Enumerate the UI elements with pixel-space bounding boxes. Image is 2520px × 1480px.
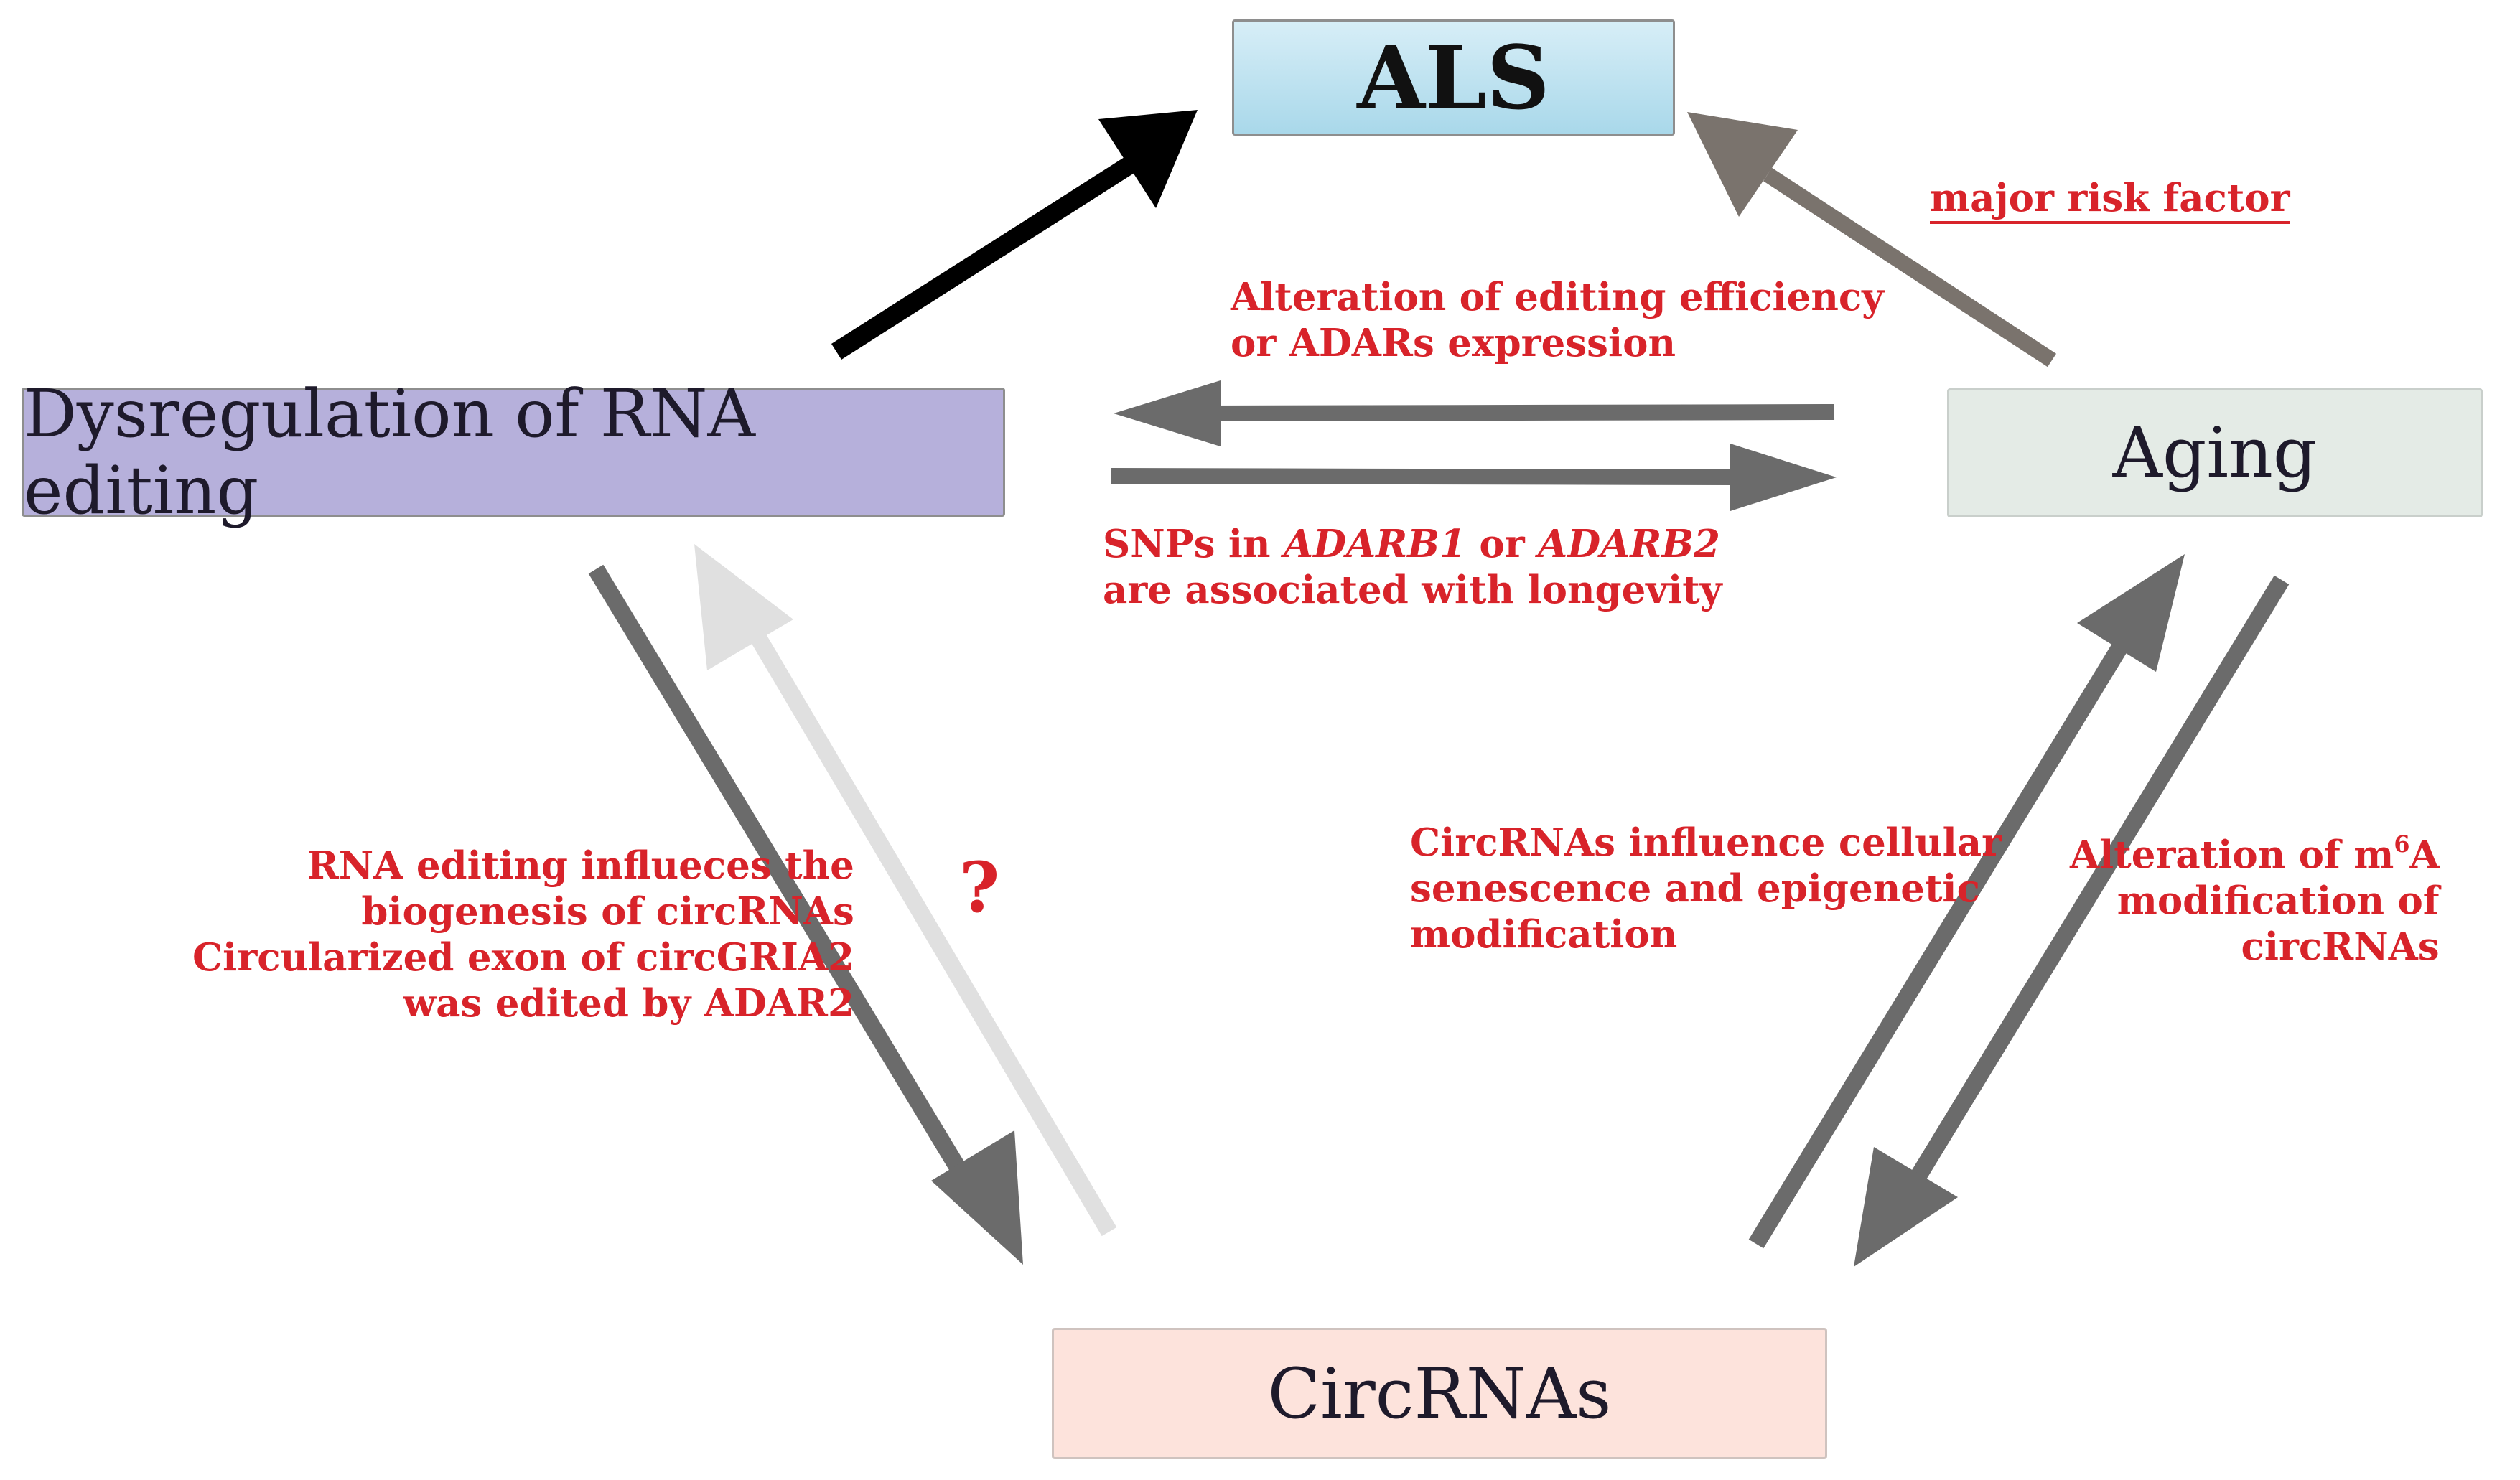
arrowhead-dysregulation-light xyxy=(694,544,793,670)
label-alteration-editing-efficiency: Alteration of editing efficiency or ADAR… xyxy=(1231,274,1884,366)
arrowhead-circrnas-left xyxy=(931,1130,1023,1265)
arrowhead-als-gray xyxy=(1687,112,1798,217)
node-als: ALS xyxy=(1232,19,1675,136)
label-rna-editing-biogenesis: RNA editing influeces the biogenesis of … xyxy=(192,843,854,1026)
label-text: SNPs in xyxy=(1103,522,1284,566)
label-line: Alteration of editing efficiency xyxy=(1231,275,1884,319)
label-text: A xyxy=(2409,833,2440,877)
label-line: Circularized exon of circGRIA2 xyxy=(192,935,854,980)
arrow-dysregulation-to-circrnas xyxy=(588,564,974,1186)
label-line: Alteration of m6A xyxy=(2070,832,2440,878)
arrow-aging-to-dysregulation xyxy=(1205,404,1835,421)
node-dysregulation-label: Dysregulation of RNA editing xyxy=(24,375,755,529)
arrow-aging-to-circrnas xyxy=(1908,575,2290,1186)
label-m6a-modification: Alteration of m6A modification of circRN… xyxy=(2070,832,2440,970)
label-line: senescence and epigenetic xyxy=(1410,866,1980,911)
arrow-dysregulation-to-aging xyxy=(1111,468,1738,485)
arrowhead-als-black xyxy=(1098,110,1198,208)
node-aging: Aging xyxy=(1947,388,2483,517)
arrowhead-aging-lower xyxy=(2077,554,2185,672)
node-als-label: ALS xyxy=(1357,26,1550,129)
arrow-aging-to-als xyxy=(1763,167,2057,367)
gene-adarb1: ADARB1 xyxy=(1283,522,1466,566)
label-question-mark: ? xyxy=(959,847,1000,928)
label-line: CircRNAs influence cellular xyxy=(1410,820,2002,865)
label-line: RNA editing influeces the xyxy=(307,843,854,888)
node-aging-label: Aging xyxy=(2112,413,2318,493)
label-line: modification of xyxy=(2117,879,2440,923)
arrow-circrnas-to-aging xyxy=(1748,627,2137,1249)
arrow-circrnas-to-dysregulation xyxy=(747,627,1117,1237)
arrow-dysregulation-to-als xyxy=(831,157,1134,360)
arrowhead-circrnas-right xyxy=(1854,1147,1958,1267)
label-line: SNPs in ADARB1 or ADARB2 xyxy=(1103,521,1722,567)
label-major-risk-factor: major risk factor xyxy=(1930,176,2290,220)
label-circrnas-influence: CircRNAs influence cellular senescence a… xyxy=(1410,820,2002,957)
label-line: biogenesis of circRNAs xyxy=(361,889,854,934)
label-line: modification xyxy=(1410,912,1678,957)
node-circrnas-label: CircRNAs xyxy=(1267,1353,1612,1434)
arrowhead-dysregulation xyxy=(1114,380,1221,446)
label-line: are associated with longevity xyxy=(1103,568,1722,612)
node-dysregulation-rna-editing: Dysregulation of RNA editing xyxy=(22,375,1005,529)
superscript-six: 6 xyxy=(2394,830,2410,858)
label-line: or ADARs expression xyxy=(1231,321,1676,365)
label-text: or xyxy=(1465,522,1539,566)
label-line: was edited by ADAR2 xyxy=(403,981,854,1026)
label-snps-longevity: SNPs in ADARB1 or ADARB2 are associated … xyxy=(1103,521,1722,613)
node-circrnas: CircRNAs xyxy=(1052,1328,1827,1459)
arrowhead-aging xyxy=(1730,444,1837,511)
label-text: Alteration of m xyxy=(2070,833,2394,877)
label-line: circRNAs xyxy=(2241,924,2440,969)
gene-adarb2: ADARB2 xyxy=(1538,522,1721,566)
